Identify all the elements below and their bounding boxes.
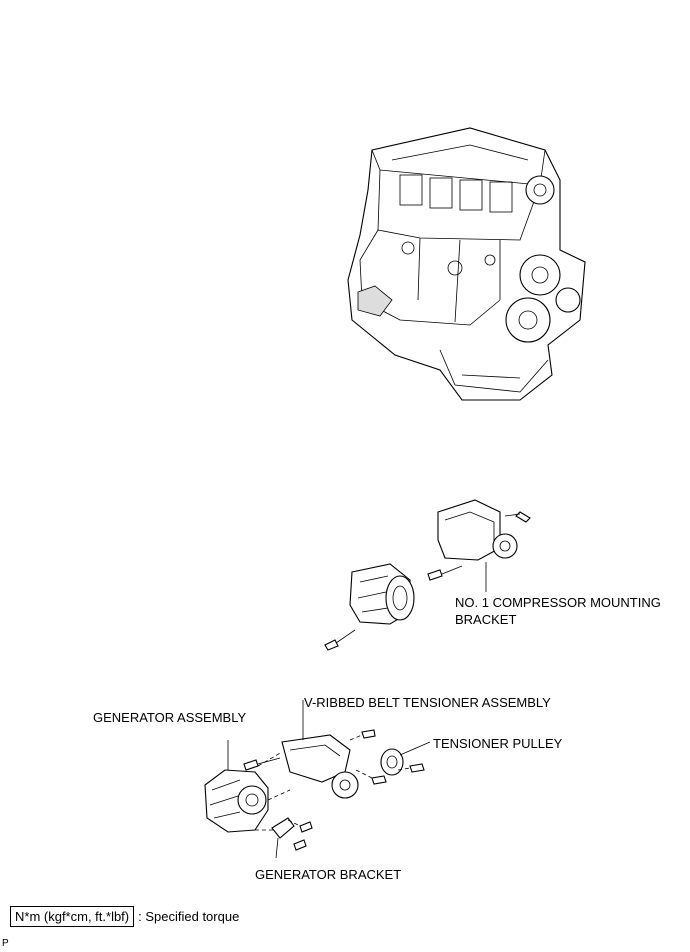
label-generator-bracket: GENERATOR BRACKET	[255, 867, 402, 882]
engine-block-illustration	[347, 127, 586, 401]
torque-unit-box: N*m (kgf*cm, ft.*lbf)	[10, 906, 135, 927]
label-tensioner-pulley: TENSIONER PULLEY	[433, 736, 563, 751]
torque-legend: N*m (kgf*cm, ft.*lbf) : Specified torque	[10, 906, 239, 927]
torque-legend-text: : Specified torque	[138, 909, 240, 924]
label-compressor-mounting-bracket: NO. 1 COMPRESSOR MOUNTING BRACKET	[455, 595, 661, 627]
label-v-ribbed-belt-tensioner: V-RIBBED BELT TENSIONER ASSEMBLY	[304, 695, 551, 710]
corner-code: P	[2, 938, 9, 949]
label-generator-assembly: GENERATOR ASSEMBLY	[93, 710, 247, 725]
compressor-bracket-group	[324, 499, 531, 651]
generator-tensioner-group	[204, 700, 431, 859]
